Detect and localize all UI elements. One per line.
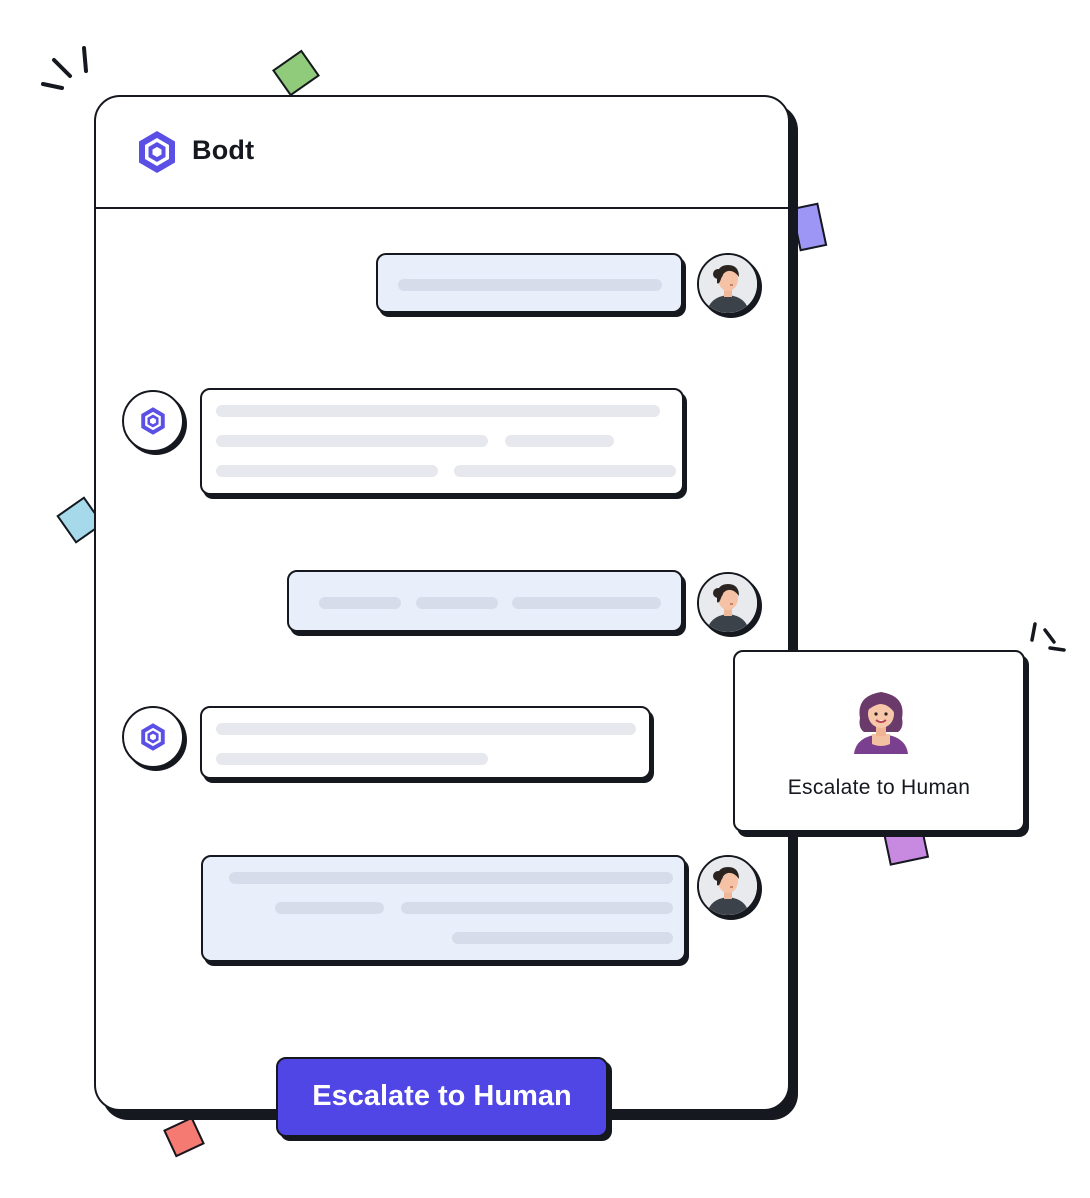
placeholder-line xyxy=(229,872,673,884)
bot-message-bubble xyxy=(200,388,684,495)
escalate-to-human-button[interactable]: Escalate to Human xyxy=(276,1057,608,1137)
placeholder-line xyxy=(275,902,384,914)
placeholder-line xyxy=(216,405,660,417)
confetti-green xyxy=(272,49,320,97)
chat-header: Bodt xyxy=(96,97,788,209)
hexagon-logo-icon xyxy=(141,407,165,435)
app-name: Bodt xyxy=(192,135,255,165)
placeholder-line xyxy=(452,932,673,944)
placeholder-line xyxy=(319,597,401,609)
user-message-bubble xyxy=(376,253,683,313)
placeholder-line xyxy=(216,723,636,735)
placeholder-line xyxy=(216,435,488,447)
user-avatar xyxy=(697,253,759,315)
human-agent-avatar-icon xyxy=(854,692,908,754)
user-avatar xyxy=(697,855,759,917)
sparkle-icon xyxy=(1030,622,1066,652)
hexagon-logo-icon xyxy=(139,131,175,173)
user-message-bubble xyxy=(201,855,686,962)
escalate-card-label: Escalate to Human xyxy=(787,776,971,799)
bot-message-bubble xyxy=(200,706,651,779)
hexagon-logo-icon xyxy=(141,723,165,751)
user-message-bubble xyxy=(287,570,683,632)
placeholder-line xyxy=(416,597,498,609)
placeholder-line xyxy=(216,753,488,765)
bot-avatar xyxy=(122,706,184,768)
confetti-indigo xyxy=(790,202,828,252)
confetti-red xyxy=(163,1116,205,1158)
placeholder-line xyxy=(398,279,662,291)
placeholder-line xyxy=(505,435,614,447)
placeholder-line xyxy=(454,465,676,477)
sparkle-icon xyxy=(41,46,88,90)
bot-avatar xyxy=(122,390,184,452)
placeholder-line xyxy=(216,465,438,477)
user-avatar-icon xyxy=(699,857,757,915)
placeholder-line xyxy=(401,902,673,914)
placeholder-line xyxy=(512,597,661,609)
user-avatar xyxy=(697,572,759,634)
escalate-to-human-card[interactable]: Escalate to Human xyxy=(733,650,1025,832)
user-avatar-icon xyxy=(699,255,757,313)
user-avatar-icon xyxy=(699,574,757,632)
